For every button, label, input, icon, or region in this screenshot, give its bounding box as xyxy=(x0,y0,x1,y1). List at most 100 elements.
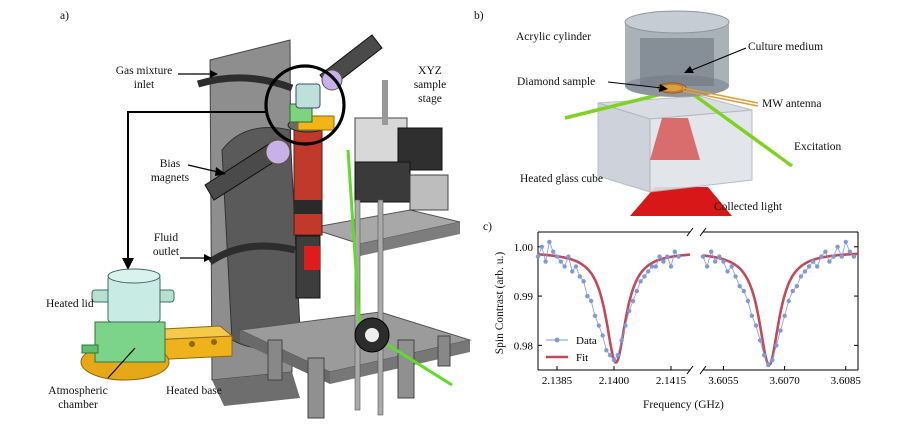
data-point xyxy=(704,264,710,269)
data-point xyxy=(835,244,840,249)
data-point xyxy=(566,254,571,259)
label-heated-base: Heated base xyxy=(166,385,222,397)
legend-data-marker xyxy=(554,337,560,343)
data-point xyxy=(562,264,567,269)
annotation-line xyxy=(691,47,747,71)
data-point xyxy=(570,269,575,274)
x-tick-label: 2.1400 xyxy=(599,375,630,387)
mw-antenna-lead xyxy=(682,90,759,107)
data-point xyxy=(709,249,714,254)
data-point xyxy=(585,293,590,299)
data-point xyxy=(661,259,666,264)
leg xyxy=(397,339,415,399)
y-tick-label: 1.00 xyxy=(514,242,534,254)
data-point xyxy=(600,333,605,338)
data-point xyxy=(802,269,808,274)
y-tick-label: 0.99 xyxy=(514,291,534,303)
data-point xyxy=(630,298,636,304)
data-point xyxy=(623,323,628,328)
axis-break-mark xyxy=(699,365,707,375)
annotation-arrowhead xyxy=(210,70,218,78)
stage-top-plate-front xyxy=(360,222,460,256)
fit-curve-1 xyxy=(538,253,691,364)
data-point xyxy=(649,264,655,269)
data-point xyxy=(770,357,775,363)
lid-top xyxy=(107,268,161,284)
chamber-fitting xyxy=(81,344,99,354)
data-point xyxy=(766,362,771,368)
glass-cube-front xyxy=(597,102,651,193)
panel-label-a: a) xyxy=(60,10,69,22)
data-point xyxy=(619,338,624,343)
y-tick-label: 0.98 xyxy=(514,340,534,352)
data-point xyxy=(757,338,763,343)
data-point xyxy=(604,348,609,353)
data-point xyxy=(839,254,844,259)
culture-medium xyxy=(640,38,714,86)
data-point xyxy=(717,254,722,259)
zoom-connector xyxy=(127,111,267,262)
leg xyxy=(267,339,283,381)
gas-hose xyxy=(197,74,294,92)
data-point xyxy=(676,254,681,259)
data-point xyxy=(577,274,582,279)
data-point xyxy=(581,279,586,284)
label-diamond-sample: Diamond sample xyxy=(517,76,596,88)
annotation-arrowhead xyxy=(204,254,212,262)
axis-break-mark xyxy=(699,227,707,237)
data-point xyxy=(749,313,755,318)
data-point xyxy=(831,254,836,259)
zoom-circle xyxy=(264,64,346,146)
panel-label-c: c) xyxy=(483,221,492,233)
data-point xyxy=(611,357,617,363)
data-point xyxy=(589,298,594,304)
data-point xyxy=(843,239,848,245)
data-point xyxy=(657,254,662,259)
leg xyxy=(307,357,325,419)
data-point xyxy=(798,274,804,279)
data-point xyxy=(721,259,726,264)
data-point xyxy=(810,259,816,264)
data-point xyxy=(737,284,742,289)
data-point xyxy=(733,274,738,279)
collected-light-inner xyxy=(650,118,700,160)
data-point xyxy=(741,288,746,294)
data-point xyxy=(535,254,541,259)
zoom-arrowhead xyxy=(122,258,134,270)
x-tick-label: 2.1385 xyxy=(542,375,573,387)
data-point xyxy=(745,298,751,304)
data-point xyxy=(665,254,670,259)
data-point xyxy=(700,254,706,259)
data-point xyxy=(551,249,556,254)
acrylic-cylinder-top xyxy=(624,10,730,34)
chart-ylabel: Spin Contrast (arb. u.) xyxy=(494,251,506,355)
collected-light-cone xyxy=(630,187,732,216)
x-tick-label: 3.6085 xyxy=(831,375,862,387)
data-point xyxy=(823,249,828,254)
label-culture-medium: Culture medium xyxy=(748,41,824,53)
data-point xyxy=(790,288,795,294)
annotation-arrow xyxy=(187,164,219,173)
data-point xyxy=(642,274,647,279)
data-point xyxy=(573,264,579,269)
data-point xyxy=(543,259,548,264)
data-point xyxy=(638,279,643,284)
legend-data-label: Data xyxy=(576,335,597,347)
data-point xyxy=(806,264,812,269)
data-point xyxy=(753,323,759,328)
data-point xyxy=(725,269,730,274)
xyz-stage-block xyxy=(354,161,411,203)
label-acrylic-cylinder: Acrylic cylinder xyxy=(516,31,592,43)
annotation-arrow xyxy=(107,347,136,379)
data-point xyxy=(774,343,779,348)
data-point xyxy=(554,254,560,259)
objective-red-piece xyxy=(304,246,320,270)
label-heated-lid: Heated lid xyxy=(46,298,94,310)
lens-holder-inner xyxy=(365,328,379,342)
data-point xyxy=(634,288,639,294)
data-point xyxy=(729,264,734,269)
